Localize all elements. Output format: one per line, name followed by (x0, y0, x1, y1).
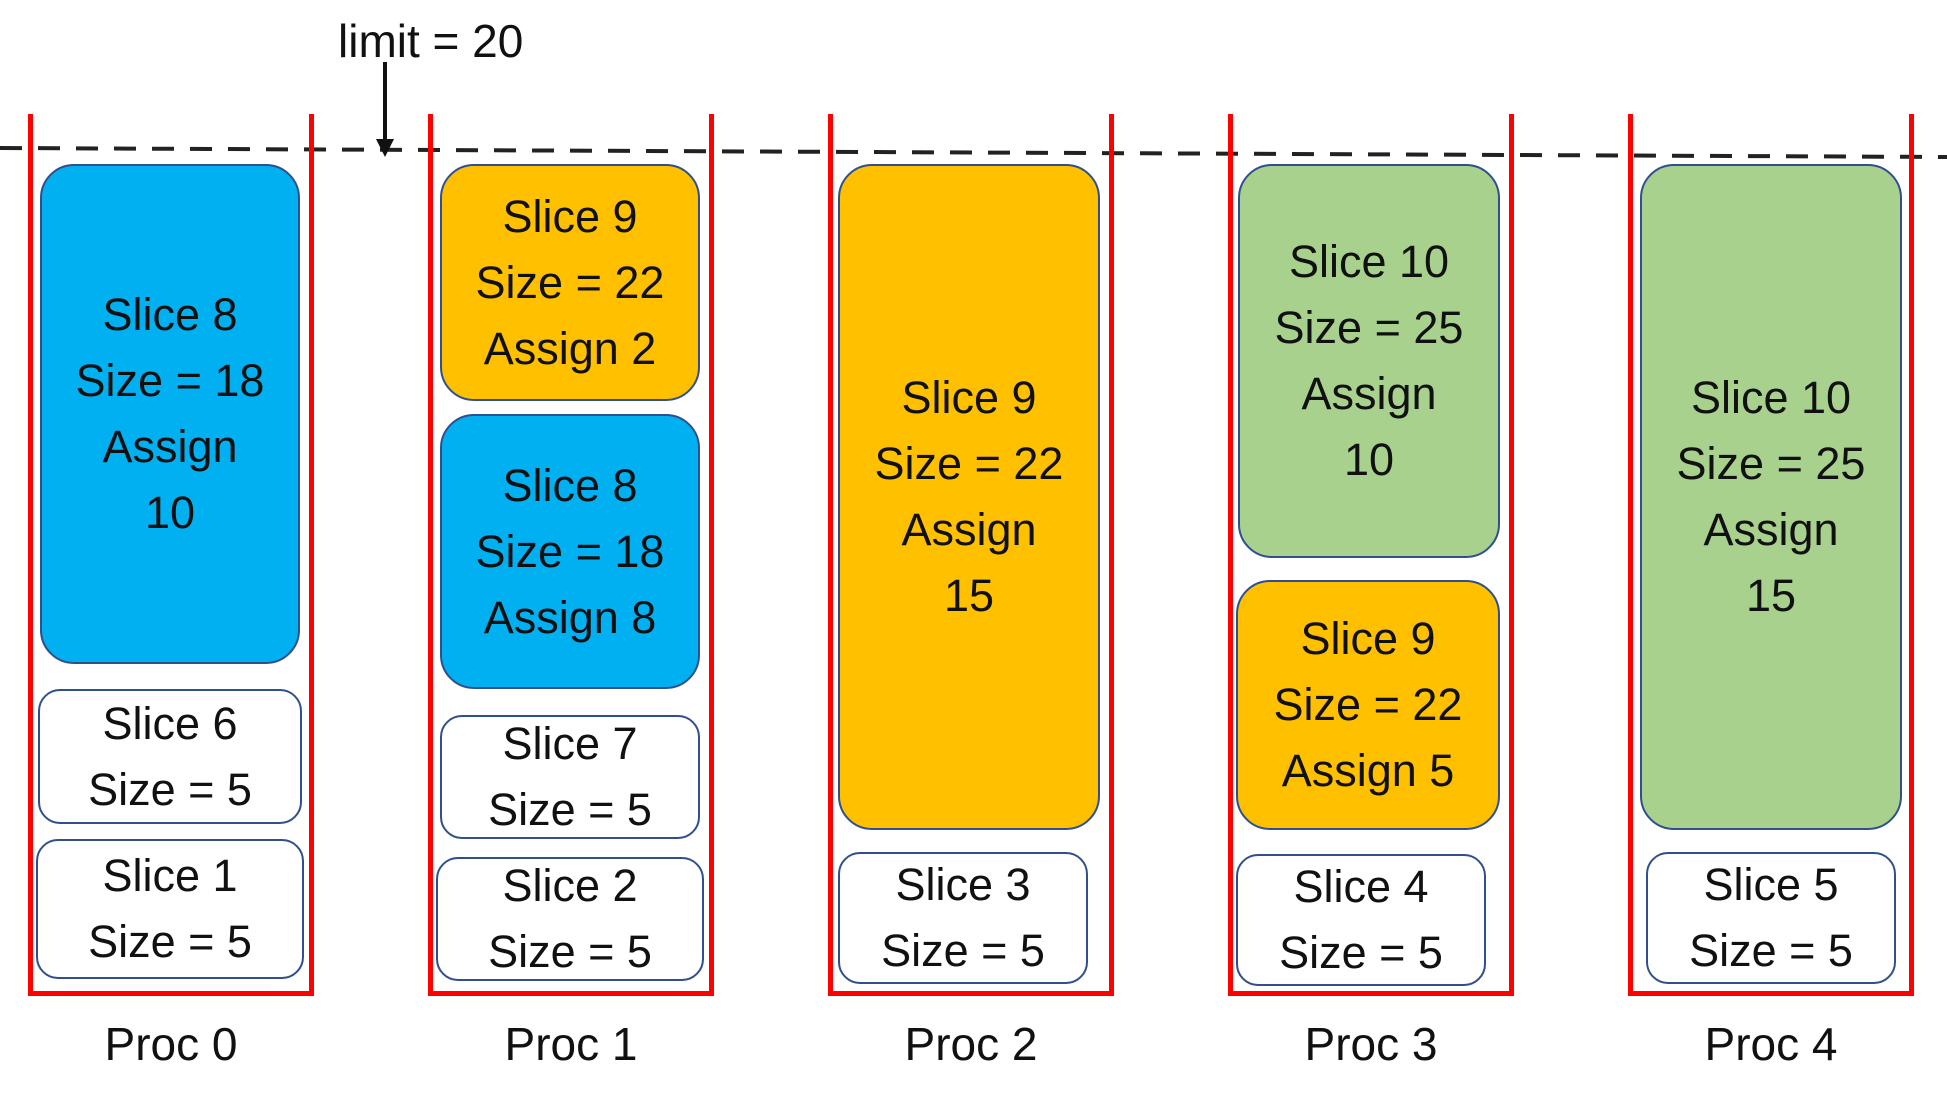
limit-dashed-line (0, 146, 1947, 159)
proc-4-slice-0: Slice 10 Size = 25 Assign 15 (1640, 164, 1902, 830)
slice-text-line: Assign (102, 421, 238, 472)
slice-text-line: Slice 10 (1288, 236, 1450, 287)
slice-text-line: Assign (1301, 368, 1437, 419)
proc-2-slice-1: Slice 3 Size = 5 (838, 852, 1088, 984)
slice-text-line: Slice 2 (502, 860, 638, 911)
proc-1-slice-3: Slice 2 Size = 5 (436, 857, 704, 981)
slice-text-line: Slice 8 (502, 459, 638, 511)
slice-text-line: Assign 2 (483, 322, 657, 374)
slice-text-line: Slice 5 (1703, 859, 1839, 910)
proc-2-slice-0: Slice 9 Size = 22 Assign 15 (838, 164, 1100, 830)
slice-text-line: 15 (943, 570, 995, 621)
slice-text-line: Assign (1703, 504, 1839, 555)
slice-text-line: Slice 9 (901, 372, 1037, 423)
slice-text-line: Slice 8 (102, 289, 238, 340)
slice-text-line: Assign 5 (1281, 745, 1455, 796)
proc-0-label: Proc 0 (104, 1018, 238, 1070)
limit-label: limit = 20 (338, 15, 524, 67)
proc-2-label: Proc 2 (904, 1018, 1038, 1070)
slice-text-line: Assign 8 (483, 591, 657, 643)
slice-text-line: Size = 22 (1273, 679, 1463, 730)
limit-arrow-head (376, 139, 394, 157)
slice-text-line: 15 (1745, 570, 1797, 621)
proc-4-label: Proc 4 (1704, 1018, 1838, 1070)
slice-text-line: Slice 6 (102, 697, 238, 749)
slice-text-line: 10 (1343, 434, 1395, 485)
slice-text-line: Slice 7 (502, 718, 638, 769)
slice-text-line: Size = 22 (475, 256, 665, 308)
slice-text-line: Assign (901, 504, 1037, 555)
proc-3-slice-2: Slice 4 Size = 5 (1236, 854, 1486, 986)
slice-text-line: Slice 9 (1300, 613, 1436, 664)
proc-1-slice-0: Slice 9 Size = 22 Assign 2 (440, 164, 700, 401)
slice-text-line: Slice 1 (102, 850, 238, 901)
slice-text-line: Size = 18 (75, 355, 265, 406)
slice-text-line: Slice 4 (1293, 861, 1429, 912)
proc-0-slice-0: Slice 8 Size = 18 Assign 10 (40, 164, 300, 664)
proc-3-slice-1: Slice 9 Size = 22 Assign 5 (1236, 580, 1500, 830)
slice-text-line: Slice 10 (1690, 372, 1852, 423)
proc-0-slice-1: Slice 6 Size = 5 (38, 689, 302, 824)
slice-text-line: Size = 22 (874, 438, 1064, 489)
slice-text-line: 10 (144, 487, 196, 538)
slice-text-line: Size = 5 (88, 763, 252, 815)
proc-0-slice-2: Slice 1 Size = 5 (36, 839, 304, 979)
proc-3-label: Proc 3 (1304, 1018, 1438, 1070)
slice-text-line: Size = 5 (1689, 925, 1853, 976)
slice-text-line: Size = 5 (488, 784, 652, 835)
slice-text-line: Size = 25 (1676, 438, 1866, 489)
proc-1-slice-1: Slice 8 Size = 18 Assign 8 (440, 414, 700, 689)
proc-1-column: Slice 9 Size = 22 Assign 2 Slice 8 Size = 18… (428, 114, 714, 996)
slice-text-line: Size = 5 (1279, 927, 1443, 978)
slice-text-line: Size = 5 (88, 916, 252, 967)
slice-text-line: Slice 3 (895, 859, 1031, 910)
slice-text-line: Size = 25 (1274, 302, 1464, 353)
proc-1-label: Proc 1 (504, 1018, 638, 1070)
slice-text-line: Size = 5 (488, 926, 652, 977)
proc-3-slice-0: Slice 10 Size = 25 Assign 10 (1238, 164, 1500, 558)
proc-4-slice-1: Slice 5 Size = 5 (1646, 852, 1896, 984)
slice-text-line: Size = 5 (881, 925, 1045, 976)
proc-1-slice-2: Slice 7 Size = 5 (440, 715, 700, 839)
slice-text-line: Slice 9 (502, 190, 638, 242)
slice-text-line: Size = 18 (475, 525, 665, 577)
